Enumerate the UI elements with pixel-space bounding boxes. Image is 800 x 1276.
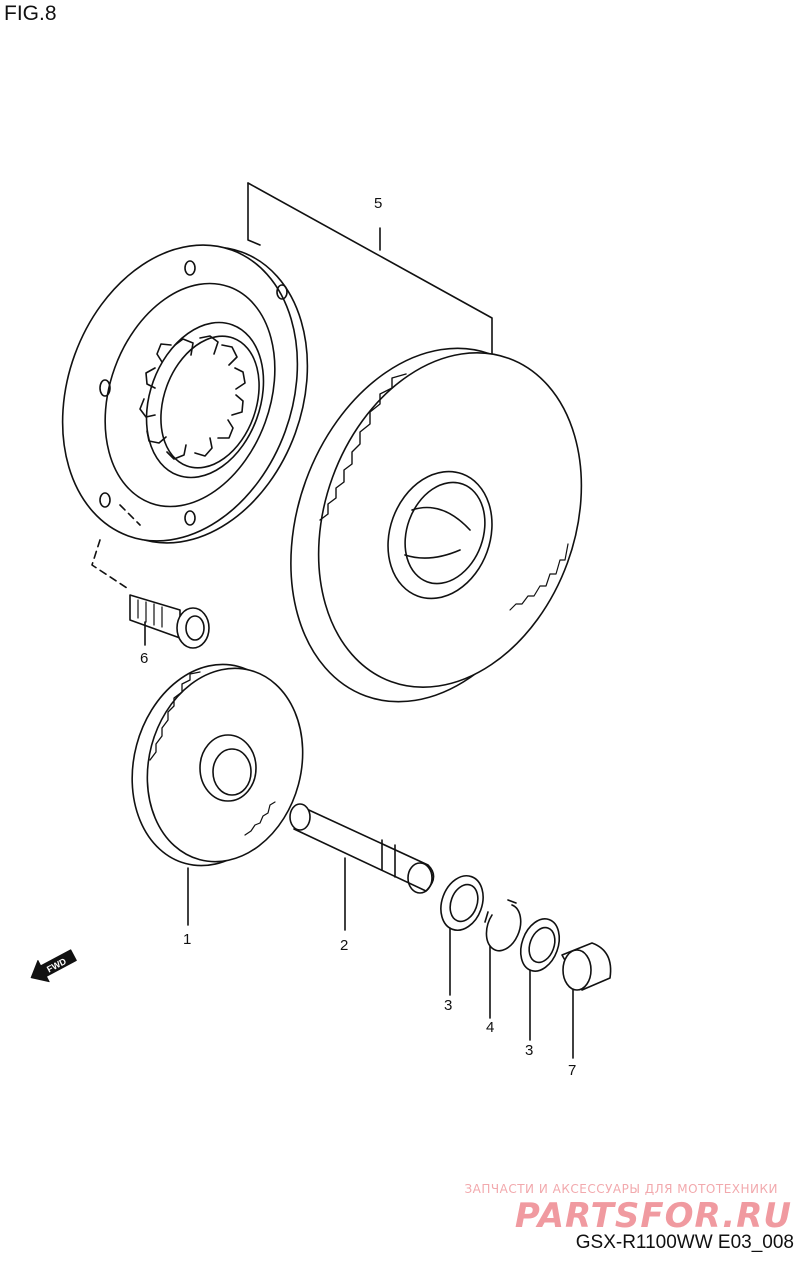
- one-way-clutch: [61, 244, 309, 591]
- bolt-hole: [184, 510, 196, 526]
- fwd-arrow-icon: FWD: [30, 949, 77, 983]
- cap: [561, 942, 612, 1059]
- watermark-logo: PARTSFOR.RU: [514, 1196, 792, 1236]
- callout-2: 2: [340, 937, 348, 954]
- bolt-hole: [276, 284, 288, 300]
- circlip: [484, 899, 522, 1019]
- bolt: [129, 594, 210, 649]
- washer: [519, 918, 561, 1041]
- callout-3b: 3: [525, 1042, 533, 1059]
- bolt-hole: [99, 492, 111, 508]
- bolt-hole: [99, 379, 111, 397]
- callout-4: 4: [486, 1019, 494, 1036]
- shaft: [289, 803, 435, 931]
- idle-gear: [131, 663, 304, 926]
- callout-1: 1: [183, 931, 191, 948]
- bolt-hole: [184, 260, 196, 276]
- callout-5: 5: [374, 195, 382, 212]
- figure-title: FIG.8: [4, 2, 57, 25]
- leader-line-5: [247, 182, 261, 246]
- model-code: GSX-R1100WW E03_008: [575, 1232, 794, 1253]
- callout-7: 7: [568, 1062, 576, 1079]
- callout-3a: 3: [444, 997, 452, 1014]
- leader-line-5b: [247, 182, 493, 363]
- starter-clutch-gear: [290, 347, 583, 703]
- washer: [440, 875, 484, 996]
- watermark-tagline: ЗАПЧАСТИ И АКСЕССУАРЫ ДЛЯ МОТОТЕХНИКИ: [464, 1182, 778, 1196]
- callout-6: 6: [140, 650, 148, 667]
